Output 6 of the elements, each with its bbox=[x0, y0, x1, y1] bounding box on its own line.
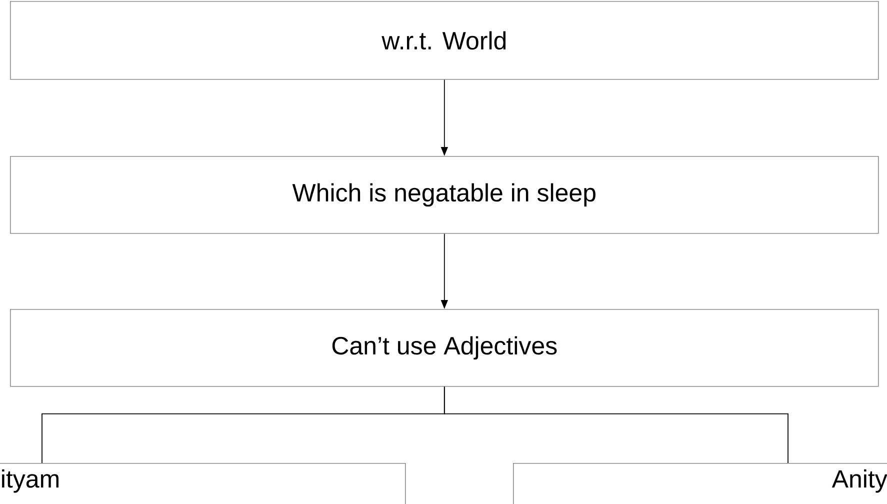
text-box: Can’t use Adjectives bbox=[10, 309, 879, 387]
connector-line bbox=[444, 386, 788, 464]
text-box: Anity bbox=[513, 463, 887, 504]
text-box: ityam bbox=[0, 463, 406, 504]
text-box: Which is negatable in sleep bbox=[10, 156, 879, 234]
text-box: w.r.t. World bbox=[10, 1, 879, 80]
